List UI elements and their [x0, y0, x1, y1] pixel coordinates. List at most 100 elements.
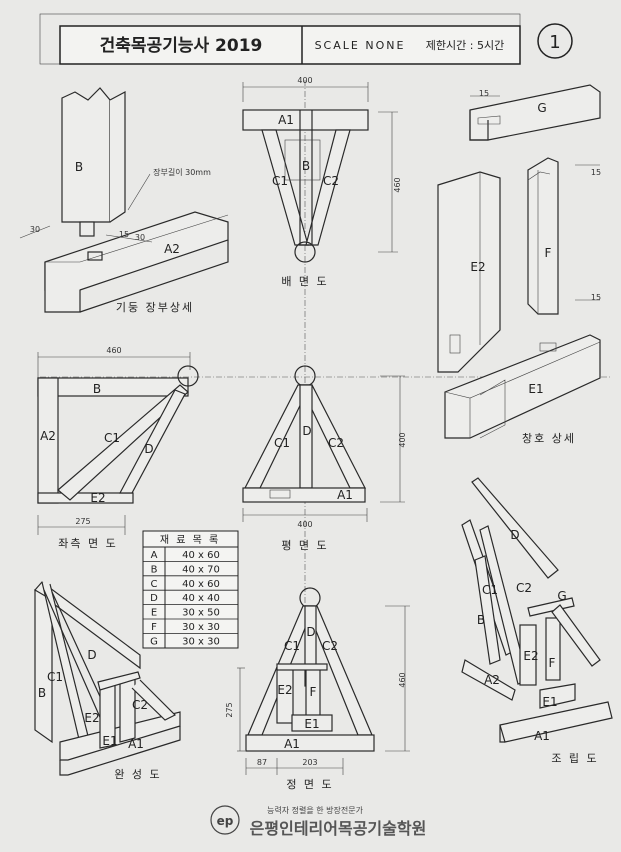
completed-label-b: B — [38, 686, 46, 700]
completed-label-e2: E2 — [84, 711, 99, 725]
time-limit-text: 제한시간 : 5시간 — [426, 39, 504, 52]
front-view: 275 460 87 203 C1 D C2 E2 F E1 A1 정 면 도 — [225, 587, 410, 791]
front-dim-87: 87 — [257, 758, 267, 767]
back-label-b: B — [302, 159, 310, 173]
material-id-c: C — [151, 579, 158, 590]
plan-view: 400 400 C1 D C2 A1 평 면 도 — [242, 365, 407, 552]
side-label-e2: E2 — [90, 491, 105, 505]
side-label-c1: C1 — [104, 431, 120, 445]
scale-text: SCALE NONE — [315, 39, 406, 52]
brace-label-f: F — [545, 246, 552, 260]
back-dim-height: 460 — [393, 177, 402, 192]
assembly-label-g: G — [557, 589, 566, 603]
side-label-b: B — [93, 382, 101, 396]
brace-detail-view: 15 15 15 G E2 F E1 창호 상세 — [437, 84, 601, 445]
title-text: 건축목공기능사 2019 — [100, 36, 263, 56]
material-id-f: F — [151, 622, 157, 633]
brace-dim-top: 15 — [479, 89, 489, 98]
side-label-d: D — [144, 442, 153, 456]
materials-title: 재 료 목 록 — [160, 534, 220, 546]
front-label-e1: E1 — [304, 717, 319, 731]
side-view-caption: 좌측 면 도 — [58, 537, 117, 550]
plan-label-d: D — [302, 424, 311, 438]
front-label-d: D — [306, 625, 315, 639]
assembly-label-c2: C2 — [516, 581, 532, 595]
material-id-d: D — [150, 593, 158, 604]
front-label-f: F — [310, 685, 317, 699]
footer: ep 능력자 정렬을 한 방장전문가 은평인테리어목공기술학원 — [210, 805, 427, 838]
back-dim-width: 400 — [297, 76, 312, 85]
brace-label-e2: E2 — [470, 260, 485, 274]
back-view-caption: 배 면 도 — [281, 275, 328, 288]
material-size-g: 30 x 30 — [182, 636, 220, 647]
front-dim-203: 203 — [302, 758, 317, 767]
sheet-number: 1 — [549, 32, 560, 53]
footer-academy-name: 은평인테리어목공기술학원 — [250, 819, 427, 838]
footer-slogan: 능력자 정렬을 한 방장전문가 — [267, 805, 364, 815]
back-label-a1: A1 — [278, 113, 294, 127]
assembly-label-e2: E2 — [523, 649, 538, 663]
sheet-number-circle — [537, 23, 573, 59]
front-label-c1: C1 — [284, 639, 300, 653]
completed-view: D C1 B C2 E2 E1 A1 완 성 도 — [34, 581, 181, 781]
column-label-b: B — [75, 160, 83, 174]
material-id-e: E — [151, 608, 157, 619]
back-label-c2: C2 — [323, 174, 339, 188]
column-dim-15: 15 — [119, 230, 129, 239]
material-size-a: 40 x 60 — [182, 550, 220, 561]
svg-text:ep: ep — [217, 814, 234, 828]
column-dim-30-left: 30 — [30, 225, 40, 234]
assembly-label-d: D — [510, 528, 519, 542]
completed-label-c1: C1 — [47, 670, 63, 684]
back-label-c1: C1 — [272, 174, 288, 188]
assembly-label-c1: C1 — [482, 583, 498, 597]
brace-dim-low: 15 — [591, 293, 601, 302]
completed-view-caption: 완 성 도 — [114, 768, 161, 781]
column-detail-caption: 기둥 장부상세 — [116, 301, 194, 314]
assembly-label-b: B — [477, 613, 485, 627]
assembly-label-a1: A1 — [534, 729, 550, 743]
assembly-label-f: F — [549, 656, 556, 670]
title-block: 건축목공기능사 2019 SCALE NONE 제한시간 : 5시간 1 — [59, 23, 573, 65]
material-id-g: G — [150, 636, 158, 647]
assembly-label-a2: A2 — [484, 673, 500, 687]
brace-label-e1: E1 — [528, 382, 543, 396]
front-label-a1: A1 — [284, 737, 300, 751]
material-id-b: B — [151, 564, 158, 575]
back-view: 400 460 A1 B C1 C2 배 면 도 — [242, 76, 402, 288]
assembly-view: D C1 C2 G B E2 F A2 E1 A1 조 립 도 — [461, 477, 613, 765]
column-detail-view: B A2 장부길이 30mm 30 15 30 기둥 장부상세 — [19, 87, 229, 314]
front-label-c2: C2 — [322, 639, 338, 653]
brace-label-g: G — [537, 101, 546, 115]
side-view: 460 275 B A2 C1 D E2 좌측 면 도 — [37, 346, 199, 550]
plan-dim-height: 400 — [398, 432, 407, 447]
completed-label-a1: A1 — [128, 737, 144, 751]
material-size-f: 30 x 30 — [182, 622, 220, 633]
assembly-view-caption: 조 립 도 — [551, 752, 598, 765]
brace-detail-caption: 창호 상세 — [522, 432, 576, 445]
assembly-label-e1: E1 — [542, 695, 557, 709]
completed-label-e1: E1 — [102, 734, 117, 748]
material-id-a: A — [151, 550, 158, 561]
plan-label-c1: C1 — [274, 436, 290, 450]
side-label-a2: A2 — [40, 429, 56, 443]
completed-label-c2: C2 — [132, 698, 148, 712]
front-dim-460: 460 — [398, 672, 407, 687]
side-dim-bottom: 275 — [75, 517, 90, 526]
material-size-e: 30 x 50 — [182, 608, 220, 619]
plan-view-caption: 평 면 도 — [281, 539, 328, 552]
front-label-e2: E2 — [277, 683, 292, 697]
side-dim-top: 460 — [106, 346, 121, 355]
academy-logo — [210, 805, 240, 835]
tenon-length-note: 장부길이 30mm — [153, 167, 211, 177]
front-view-caption: 정 면 도 — [286, 778, 333, 791]
column-label-a2: A2 — [164, 242, 180, 256]
front-dim-275: 275 — [225, 702, 234, 717]
plan-dim-width: 400 — [297, 520, 312, 529]
material-size-d: 40 x 40 — [182, 593, 220, 604]
completed-label-d: D — [87, 648, 96, 662]
